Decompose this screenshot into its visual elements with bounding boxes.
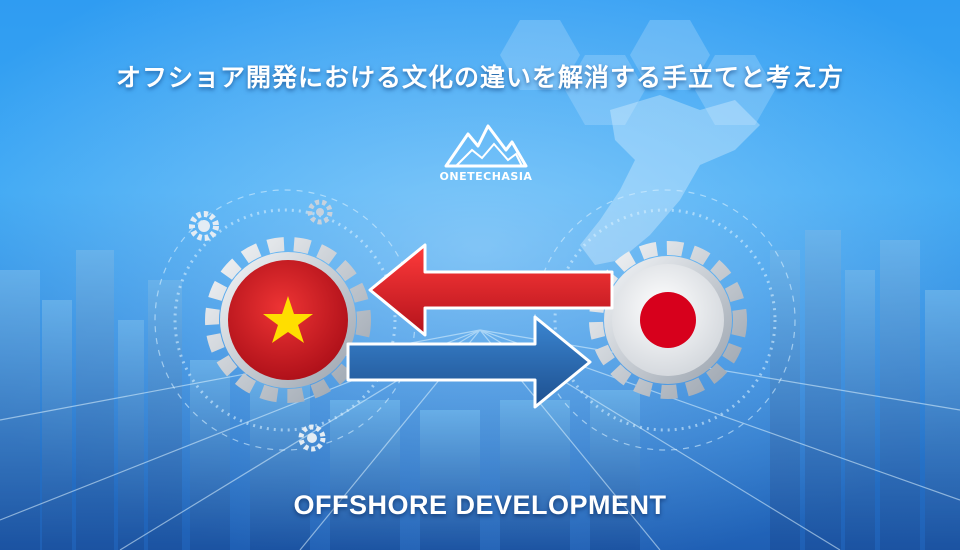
small-gear-icon — [189, 211, 219, 241]
red-arrow-left-icon — [368, 243, 614, 337]
japan-flag-gear-icon — [589, 241, 747, 399]
logo-text: ONETECHASIA — [439, 170, 533, 183]
mountain-logo-icon — [444, 124, 528, 168]
onetechasia-logo: ONETECHASIA — [436, 120, 536, 190]
banner-headline: オフショア開発における文化の違いを解消する手立てと考え方 — [115, 63, 844, 92]
hexagon-pattern — [500, 20, 775, 125]
small-gear-icon — [307, 199, 333, 225]
banner-subtitle: OFFSHORE DEVELOPMENT — [293, 490, 667, 520]
small-gear-icon — [298, 424, 326, 452]
vietnam-flag-gear-icon — [205, 237, 371, 403]
blue-arrow-right-icon — [346, 315, 592, 409]
japan-map-silhouette — [580, 95, 760, 265]
city-skyline — [0, 230, 960, 550]
